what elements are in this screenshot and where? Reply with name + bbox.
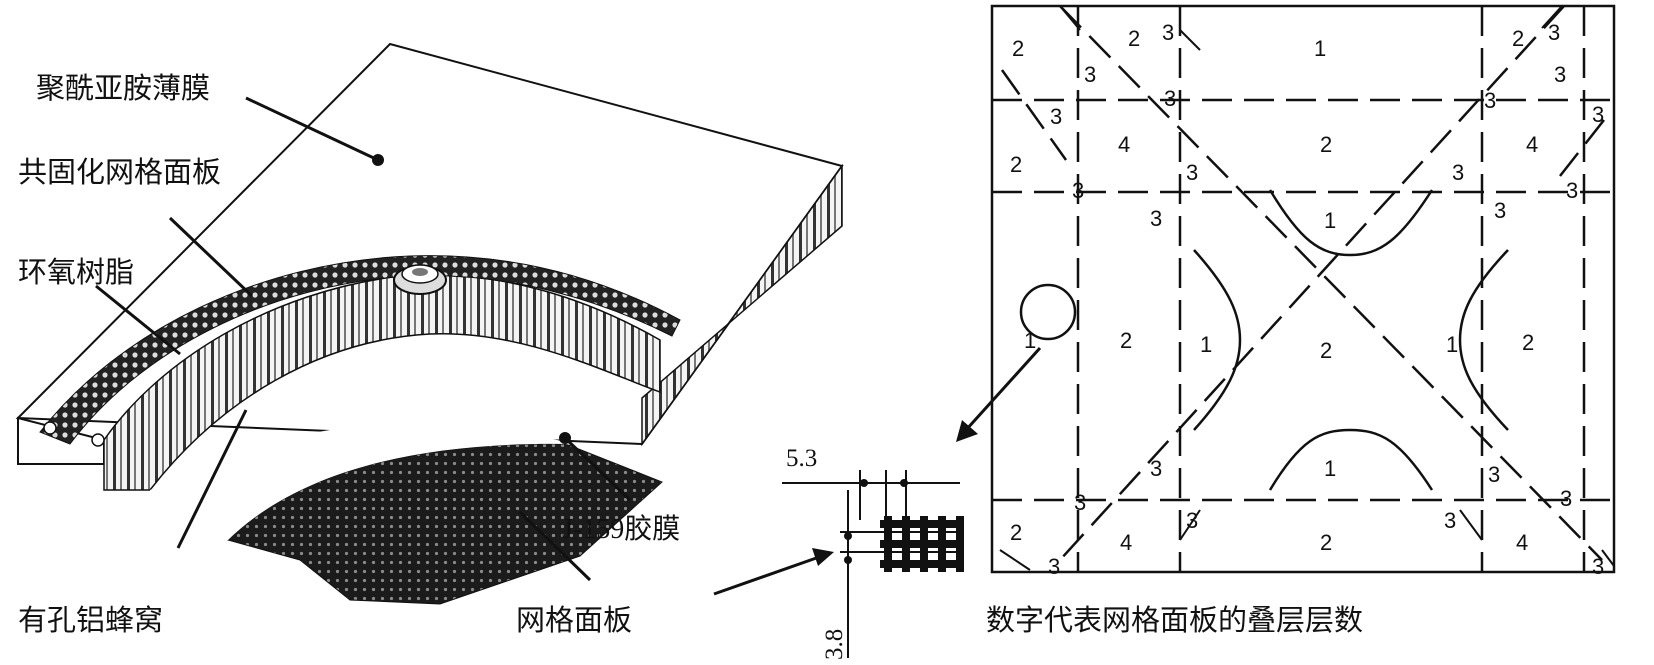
layer-number: 3 [1554,62,1566,87]
sandwich-panel-illustration [15,42,844,605]
layer-number: 2 [1012,36,1024,61]
edge-hole [91,433,105,447]
layer-number: 3 [1074,490,1086,515]
label-perforated-honeycomb: 有孔铝蜂窝 [18,603,163,637]
layer-number: 3 [1150,206,1162,231]
layer-number: 3 [1566,178,1578,203]
layer-number: 4 [1120,530,1132,555]
leader-dot [559,432,571,444]
dim-pitch-label: 5.3 [786,445,817,472]
layer-number: 2 [1522,330,1534,355]
layer-number: 2 [1320,132,1332,157]
layer-number: 3 [1186,508,1198,533]
label-adhesive-film: J-159胶膜 [562,513,680,545]
label-polyimide-film: 聚酰亚胺薄膜 [36,71,210,105]
layer-map-border [990,4,1616,574]
layer-number: 3 [1548,20,1560,45]
layer-number: 3 [1050,104,1062,129]
layer-number: 3 [1592,554,1604,579]
fastener-insert [393,264,447,295]
layer-number: 3 [1452,160,1464,185]
layer-number: 4 [1516,530,1528,555]
layer-number: 3 [1444,508,1456,533]
layer-number: 3 [1560,486,1572,511]
layer-number: 2 [1512,26,1524,51]
dim-width-label: 3.8 [821,629,848,660]
layer-number: 1 [1200,332,1212,357]
layer-number: 1 [1324,208,1336,233]
layer-number: 2 [1010,520,1022,545]
layer-number: 4 [1118,132,1130,157]
layer-number: 3 [1488,462,1500,487]
layer-numbers: 2 2 1 2 4 2 4 2 1 2 1 2 1 2 1 2 4 2 4 1 … [1010,20,1604,579]
layer-number: 3 [1048,554,1060,579]
layer-number: 1 [1024,328,1036,353]
layer-number: 3 [1186,160,1198,185]
leader-lines [95,96,632,582]
layer-number: 3 [1072,178,1084,203]
layer-number: 2 [1320,338,1332,363]
layer-number: 3 [1494,198,1506,223]
layer-number: 2 [1010,152,1022,177]
layer-number: 2 [1120,328,1132,353]
layer-number: 3 [1162,20,1174,45]
layer-number: 3 [1084,62,1096,87]
layer-map-hole [1019,283,1077,341]
label-cocured-grid-panel: 共固化网格面板 [18,155,221,189]
layer-number: 3 [1150,456,1162,481]
layer-number: 3 [1592,102,1604,127]
layer-number: 1 [1446,332,1458,357]
layer-map [990,4,1616,574]
layer-number: 2 [1320,530,1332,555]
label-epoxy-resin: 环氧树脂 [18,255,134,289]
layer-number: 3 [1484,88,1496,113]
layer-number: 3 [1164,86,1176,111]
layer-map-caption: 数字代表网格面板的叠层层数 [986,603,1363,637]
grid-detail [713,346,1042,658]
cutaway-honeycomb-core [103,274,661,491]
layer-number: 1 [1314,36,1326,61]
panel-right-side-honeycomb [641,163,843,447]
leader-dot [372,154,384,166]
layer-number: 1 [1324,456,1336,481]
label-grid-panel: 网格面板 [516,603,632,637]
layer-number: 2 [1128,26,1140,51]
edge-hole [43,421,57,435]
layer-number: 4 [1526,132,1538,157]
cocured-grid-band [39,255,681,445]
exposed-surface [150,423,600,540]
